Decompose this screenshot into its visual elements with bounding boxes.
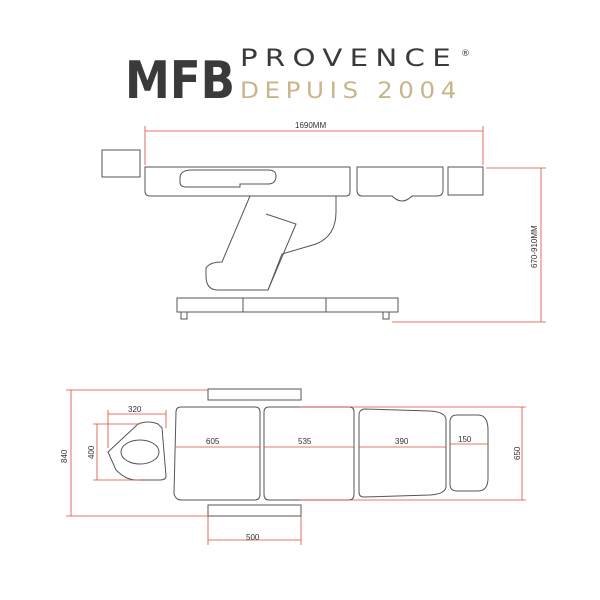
side-seat-section bbox=[356, 166, 444, 202]
top-armrest-bottom bbox=[207, 504, 302, 517]
side-view: 1690MM 670-910MM bbox=[101, 121, 546, 323]
side-foot-right bbox=[382, 311, 390, 320]
side-base bbox=[176, 297, 399, 313]
top-seat-section bbox=[263, 406, 355, 501]
side-cushion-inset bbox=[179, 169, 277, 188]
dim-height-range: 670-910MM bbox=[530, 225, 539, 268]
side-lift-column bbox=[205, 195, 337, 291]
side-lift-arm bbox=[265, 213, 297, 291]
dim-head-width: 400 bbox=[87, 445, 96, 459]
top-back-section bbox=[173, 406, 261, 501]
side-foot-section bbox=[447, 166, 484, 196]
top-face-hole bbox=[120, 439, 160, 465]
top-armrest-top bbox=[207, 388, 302, 401]
logo-mfb: MFB bbox=[125, 51, 235, 110]
side-headrest bbox=[101, 149, 141, 178]
top-foot-section bbox=[449, 414, 489, 492]
dim-foot-section: 150 bbox=[458, 435, 472, 444]
dim-table-width: 650 bbox=[513, 446, 522, 460]
top-view: 840 400 320 605 535 390 150 650 500 bbox=[60, 388, 526, 545]
top-headrest bbox=[107, 421, 167, 481]
logo-depuis: DEPUIS 2004 bbox=[240, 79, 462, 104]
logo-provence: PROVENCE bbox=[240, 44, 458, 72]
top-leg-section bbox=[358, 408, 447, 498]
dim-back-section: 605 bbox=[206, 437, 220, 446]
brand-logo: MFB PROVENCE ® DEPUIS 2004 bbox=[125, 44, 470, 110]
dim-seat-section: 535 bbox=[298, 437, 312, 446]
dim-total-length: 1690MM bbox=[295, 121, 326, 130]
dim-head-length: 320 bbox=[128, 405, 142, 414]
dim-leg-section: 390 bbox=[395, 437, 409, 446]
side-foot-left bbox=[180, 311, 188, 320]
side-back-section bbox=[144, 166, 351, 197]
logo-registered-mark: ® bbox=[461, 49, 470, 59]
dim-armrest: 500 bbox=[246, 533, 260, 542]
dim-width-outer: 840 bbox=[60, 449, 69, 463]
